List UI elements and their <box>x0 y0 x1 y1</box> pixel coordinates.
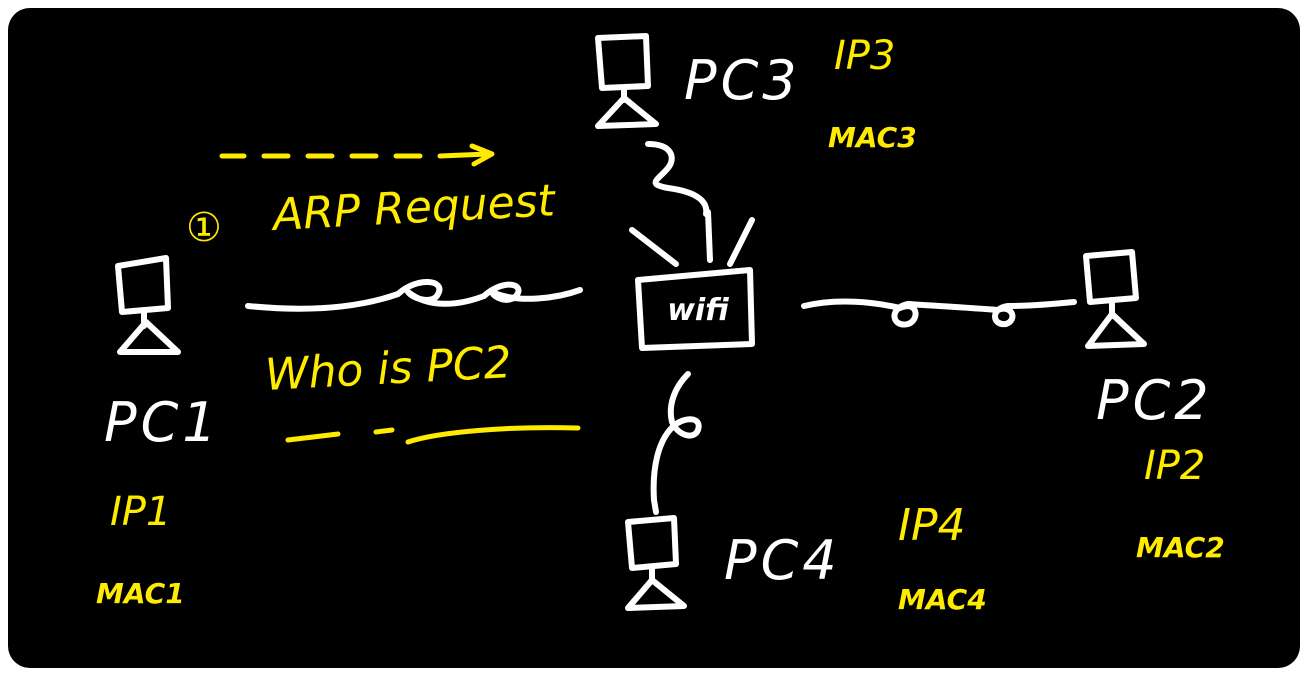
pc4-mac: MAC4 <box>898 583 987 616</box>
router-label: wifi <box>667 293 729 328</box>
pc4-ip: IP4 <box>898 500 966 551</box>
arp-direction-arrow <box>219 143 495 167</box>
question-underline <box>285 425 581 445</box>
cable-router-pc2 <box>801 298 1077 328</box>
pc3-name: PC3 <box>684 49 801 112</box>
pc2-ip: IP2 <box>1144 443 1206 489</box>
cable-router-pc4 <box>650 371 702 515</box>
pc2-computer-icon <box>1083 249 1147 349</box>
pc4-name: PC4 <box>724 529 841 592</box>
cable-pc3-router <box>645 141 710 217</box>
pc3-computer-icon <box>595 33 659 129</box>
pc4-computer-icon <box>625 515 687 611</box>
pc2-name: PC2 <box>1096 369 1213 432</box>
wifi-router-icon <box>629 209 755 351</box>
pc3-mac: MAC3 <box>828 121 917 154</box>
pc1-mac: MAC1 <box>96 577 185 610</box>
arp-question-text: Who is PC2 <box>263 337 513 401</box>
pc1-computer-icon <box>115 255 181 355</box>
pc1-ip: IP1 <box>110 489 172 535</box>
pc2-mac: MAC2 <box>1136 531 1225 564</box>
pc1-name: PC1 <box>104 391 221 454</box>
cable-pc1-router <box>245 278 583 312</box>
arp-step-number: ① <box>186 205 222 251</box>
diagram-canvas: ① ARP Request Who is PC2 wifi PC1 IP1 MA… <box>8 8 1300 668</box>
network-drawing <box>115 33 1147 611</box>
pc3-ip: IP3 <box>834 33 896 79</box>
